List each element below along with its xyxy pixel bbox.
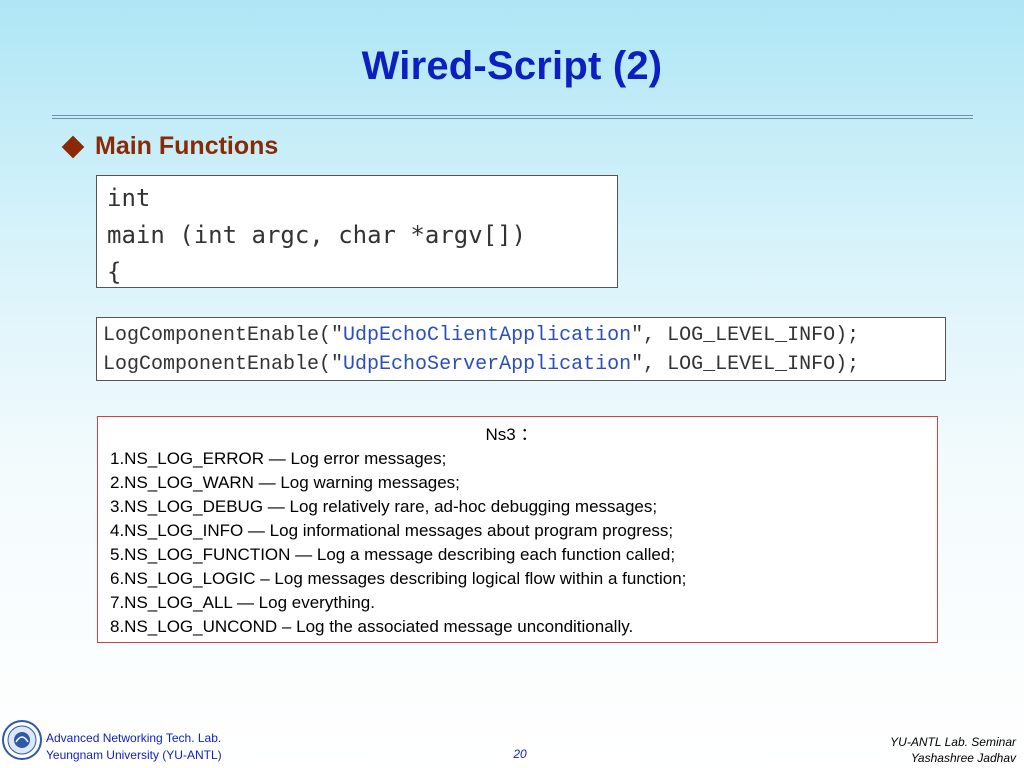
bullet-main-functions: Main Functions [60, 132, 278, 161]
code-suffix: ", LOG_LEVEL_INFO); [631, 324, 860, 347]
log-level-item: 1.NS_LOG_ERROR — Log error messages; [110, 449, 447, 468]
log-level-item: 4.NS_LOG_INFO — Log informational messag… [110, 521, 674, 540]
log-level-item: 5.NS_LOG_FUNCTION — Log a message descri… [110, 545, 676, 564]
code-suffix: ", LOG_LEVEL_INFO); [631, 353, 860, 376]
footer-author: Yashashree Jadhav [910, 751, 1016, 765]
footer-lab-name: Advanced Networking Tech. Lab. [46, 731, 222, 745]
diamond-bullet-icon [61, 135, 85, 158]
code-string-literal: UdpEchoClientApplication [343, 324, 632, 347]
code-line: int [107, 184, 151, 212]
log-component-code-box: LogComponentEnable("UdpEchoClientApplica… [96, 317, 946, 381]
code-line: { [107, 258, 122, 286]
footer-seminar: YU-ANTL Lab. Seminar [890, 735, 1016, 749]
ns3-log-levels-box: Ns3 ： 1.NS_LOG_ERROR — Log error message… [97, 416, 938, 643]
info-heading: Ns3 ： [485, 425, 538, 444]
footer-seminar-info: YU-ANTL Lab. Seminar Yashashree Jadhav [890, 734, 1016, 766]
log-level-item: 3.NS_LOG_DEBUG — Log relatively rare, ad… [110, 497, 658, 516]
code-prefix: LogComponentEnable(" [103, 324, 344, 347]
university-seal-logo [2, 720, 42, 760]
footer-lab-info: Advanced Networking Tech. Lab. Yeungnam … [46, 730, 222, 764]
log-level-item: 2.NS_LOG_WARN — Log warning messages; [110, 473, 460, 492]
bullet-label: Main Functions [95, 132, 279, 160]
footer-university: Yeungnam University (YU-ANTL) [46, 748, 222, 762]
code-prefix: LogComponentEnable(" [103, 353, 344, 376]
code-line: LogComponentEnable("UdpEchoServerApplica… [103, 350, 945, 379]
main-function-code-box: int main (int argc, char *argv[]) { [96, 175, 618, 288]
code-line: main (int argc, char *argv[]) [107, 221, 527, 249]
code-string-literal: UdpEchoServerApplication [343, 353, 632, 376]
log-level-item: 6.NS_LOG_LOGIC – Log messages describing… [110, 569, 687, 588]
log-level-item: 7.NS_LOG_ALL — Log everything. [110, 593, 375, 612]
slide-title: Wired-Script (2) [361, 44, 663, 88]
code-line: LogComponentEnable("UdpEchoClientApplica… [103, 321, 945, 350]
log-level-item: 8.NS_LOG_UNCOND – Log the associated mes… [110, 617, 634, 636]
page-number: 20 [513, 747, 527, 761]
